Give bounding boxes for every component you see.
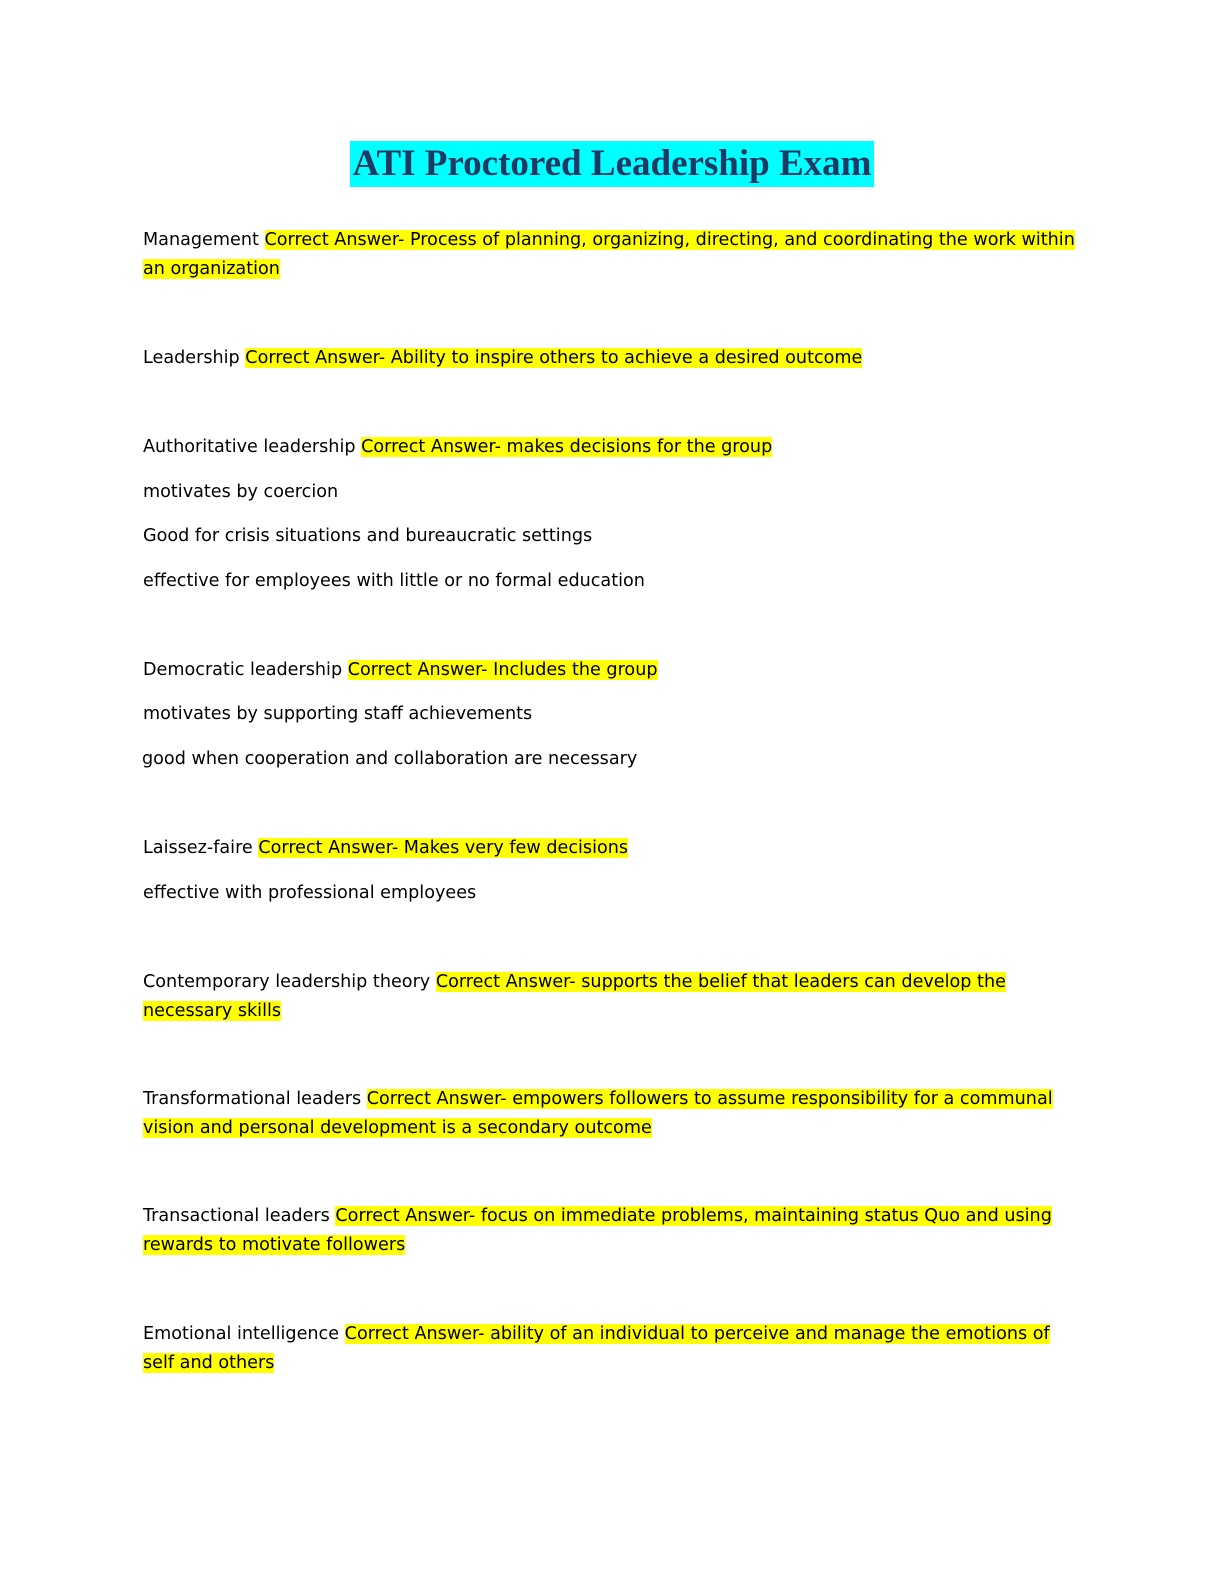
correct-answer: Correct Answer- Ability to inspire other… [245,348,863,368]
answer-prefix: Correct Answer- [366,1089,507,1109]
answer-text: Makes very few decisions [403,838,629,858]
answer-prefix: Correct Answer- [258,838,399,858]
entry-term: Transactional leaders [143,1206,330,1226]
answer-prefix: Correct Answer- [435,972,576,992]
qa-entry-transactional-leaders: Transactional leaders Correct Answer- fo… [143,1202,1083,1260]
entry-note: motivates by coercion [143,482,339,502]
qa-entry-leadership: Leadership Correct Answer- Ability to in… [143,344,1083,373]
answer-prefix: Correct Answer- [335,1206,476,1226]
entry-term: Authoritative leadership [143,437,356,457]
answer-text: focus on immediate problems, maintaining… [143,1206,1052,1255]
correct-answer: Correct Answer- Includes the group [347,660,658,680]
answer-prefix: Correct Answer- [361,437,501,457]
correct-answer: Correct Answer- Makes very few decisions [258,838,629,858]
qa-entry-contemporary-leadership-theory: Contemporary leadership theory Correct A… [143,968,1083,1026]
qa-entry-laissez-faire: Laissez-faire Correct Answer- Makes very… [143,834,1083,863]
answer-text: Ability to inspire others to achieve a d… [390,348,863,368]
answer-prefix: Correct Answer- [344,1324,485,1344]
answer-text: ability of an individual to perceive and… [143,1324,1050,1373]
answer-prefix: Correct Answer- [245,348,386,368]
entry-term: Transformational leaders [143,1089,362,1109]
correct-answer: Correct Answer- makes decisions for the … [361,437,773,457]
answer-text: makes decisions for the group [506,437,773,457]
entry-note: good when cooperation and collaboration … [142,749,638,769]
entry-term: Laissez-faire [143,838,253,858]
entry-term: Democratic leadership [143,660,343,680]
entry-note: effective for employees with little or n… [143,571,645,591]
answer-prefix: Correct Answer- [264,230,405,250]
title-container: ATI Proctored Leadership Exam [0,141,1224,187]
entry-term: Management [143,230,259,250]
qa-entry-democratic-leadership: Democratic leadership Correct Answer- In… [143,656,1083,685]
entry-note: motivates by supporting staff achievemen… [143,704,533,724]
answer-text: Includes the group [493,660,658,680]
qa-entry-management: Management Correct Answer- Process of pl… [143,226,1083,284]
document-title: ATI Proctored Leadership Exam [350,141,874,187]
correct-answer: Correct Answer- Process of planning, org… [143,230,1075,279]
entry-note: effective with professional employees [143,883,477,903]
entry-note: Good for crisis situations and bureaucra… [143,526,593,546]
answer-text: empowers followers to assume responsibil… [143,1089,1053,1138]
entry-term: Leadership [143,348,240,368]
qa-entry-emotional-intelligence: Emotional intelligence Correct Answer- a… [143,1320,1083,1378]
answer-text: Process of planning, organizing, directi… [143,230,1075,279]
entry-term: Contemporary leadership theory [143,972,431,992]
qa-entry-transformational-leaders: Transformational leaders Correct Answer-… [143,1085,1083,1143]
answer-prefix: Correct Answer- [347,660,488,680]
entry-term: Emotional intelligence [143,1324,340,1344]
answer-text: supports the belief that leaders can dev… [143,972,1006,1021]
qa-entry-authoritative-leadership: Authoritative leadership Correct Answer-… [143,433,1083,462]
